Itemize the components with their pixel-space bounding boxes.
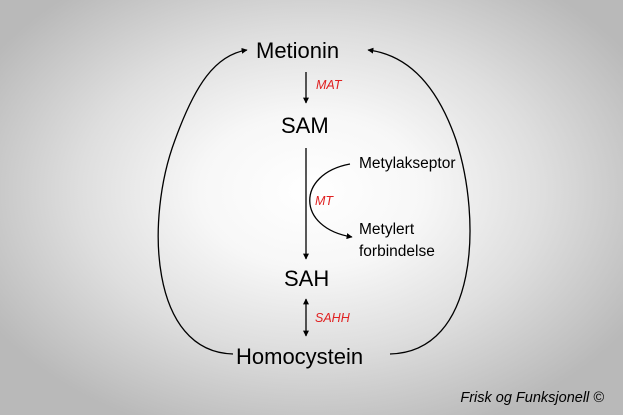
label-metylert: Metylert xyxy=(359,221,415,238)
node-metionin: Metionin xyxy=(256,38,340,63)
arrow-homocystein-to-metionin-right xyxy=(367,47,471,355)
arrow-methyl-transfer xyxy=(309,163,353,240)
enzyme-mt: MT xyxy=(315,194,334,208)
label-forbindelse: forbindelse xyxy=(359,243,435,260)
node-homocystein: Homocystein xyxy=(236,344,364,369)
label-metylakseptor: Metylakseptor xyxy=(359,155,456,172)
credit-label: Frisk og Funksjonell © xyxy=(460,390,604,406)
node-sam: SAM xyxy=(281,113,329,138)
node-sah: SAH xyxy=(284,266,330,291)
enzyme-mat: MAT xyxy=(316,78,342,92)
enzyme-sahh: SAHH xyxy=(315,311,350,325)
arrow-homocystein-to-metionin-left xyxy=(157,47,248,355)
